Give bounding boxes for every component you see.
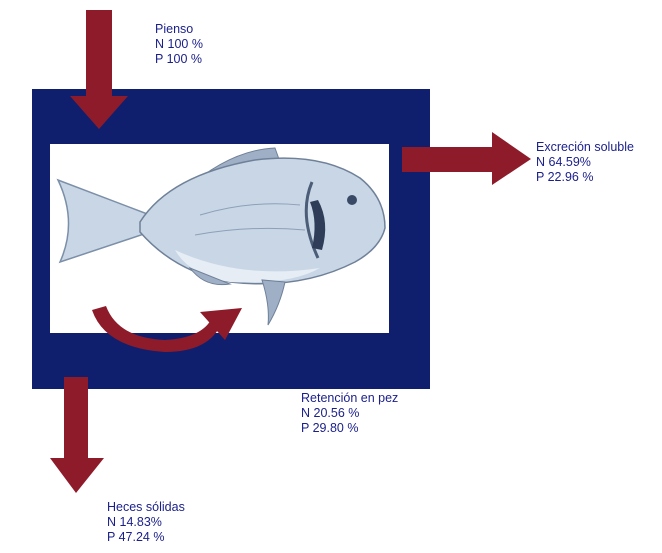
excrecion-p: P 22.96 % bbox=[536, 170, 634, 185]
excrecion-n: N 64.59% bbox=[536, 155, 634, 170]
heces-label: Heces sólidas N 14.83% P 47.24 % bbox=[107, 500, 185, 545]
retencion-p: P 29.80 % bbox=[301, 421, 398, 436]
excrecion-label: Excreción soluble N 64.59% P 22.96 % bbox=[536, 140, 634, 185]
excrecion-title: Excreción soluble bbox=[536, 140, 634, 155]
pienso-label: Pienso N 100 % P 100 % bbox=[155, 22, 203, 67]
retencion-curved-arrow-icon bbox=[92, 306, 242, 352]
pienso-arrow-icon bbox=[70, 10, 128, 129]
excrecion-arrow-icon bbox=[402, 132, 531, 185]
pienso-title: Pienso bbox=[155, 22, 203, 37]
pienso-n: N 100 % bbox=[155, 37, 203, 52]
retencion-n: N 20.56 % bbox=[301, 406, 398, 421]
fish-icon bbox=[58, 148, 385, 325]
heces-p: P 47.24 % bbox=[107, 530, 185, 545]
pienso-p: P 100 % bbox=[155, 52, 203, 67]
retencion-title: Retención en pez bbox=[301, 391, 398, 406]
heces-title: Heces sólidas bbox=[107, 500, 185, 515]
heces-arrow-icon bbox=[50, 377, 104, 493]
retencion-label: Retención en pez N 20.56 % P 29.80 % bbox=[301, 391, 398, 436]
heces-n: N 14.83% bbox=[107, 515, 185, 530]
